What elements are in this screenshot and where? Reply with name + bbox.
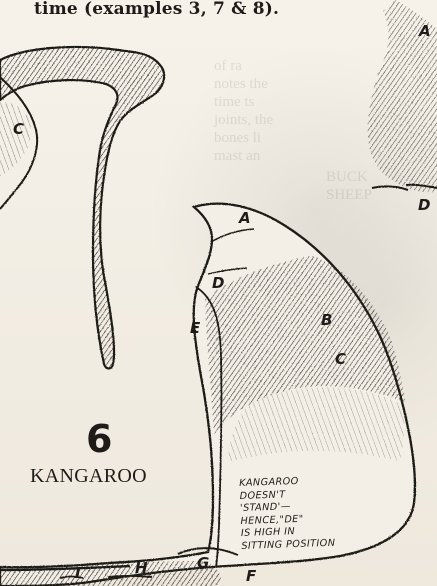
label-e: E (190, 321, 200, 336)
label-a-top-right: A (419, 24, 431, 39)
label-c-left: C (13, 122, 24, 137)
label-i: I (75, 566, 81, 581)
label-g: G (197, 556, 209, 571)
label-d-right: D (418, 198, 430, 213)
top-caption: time (examples 3, 7 & 8). (34, 0, 279, 19)
label-f: F (246, 569, 256, 584)
label-c-main: C (335, 352, 346, 367)
foot-and-toes (0, 561, 221, 586)
label-d-main: D (212, 276, 224, 291)
label-b: B (321, 313, 332, 328)
left-animal-drawing (0, 47, 164, 368)
label-a-main: A (239, 211, 251, 226)
label-h: H (135, 561, 148, 576)
figure-title: KANGAROO (30, 465, 147, 488)
kangaroo-note: KANGAROO DOESN'T 'STAND'— HENCE,"DE" IS … (239, 471, 432, 553)
figure-number: 6 (86, 420, 112, 458)
